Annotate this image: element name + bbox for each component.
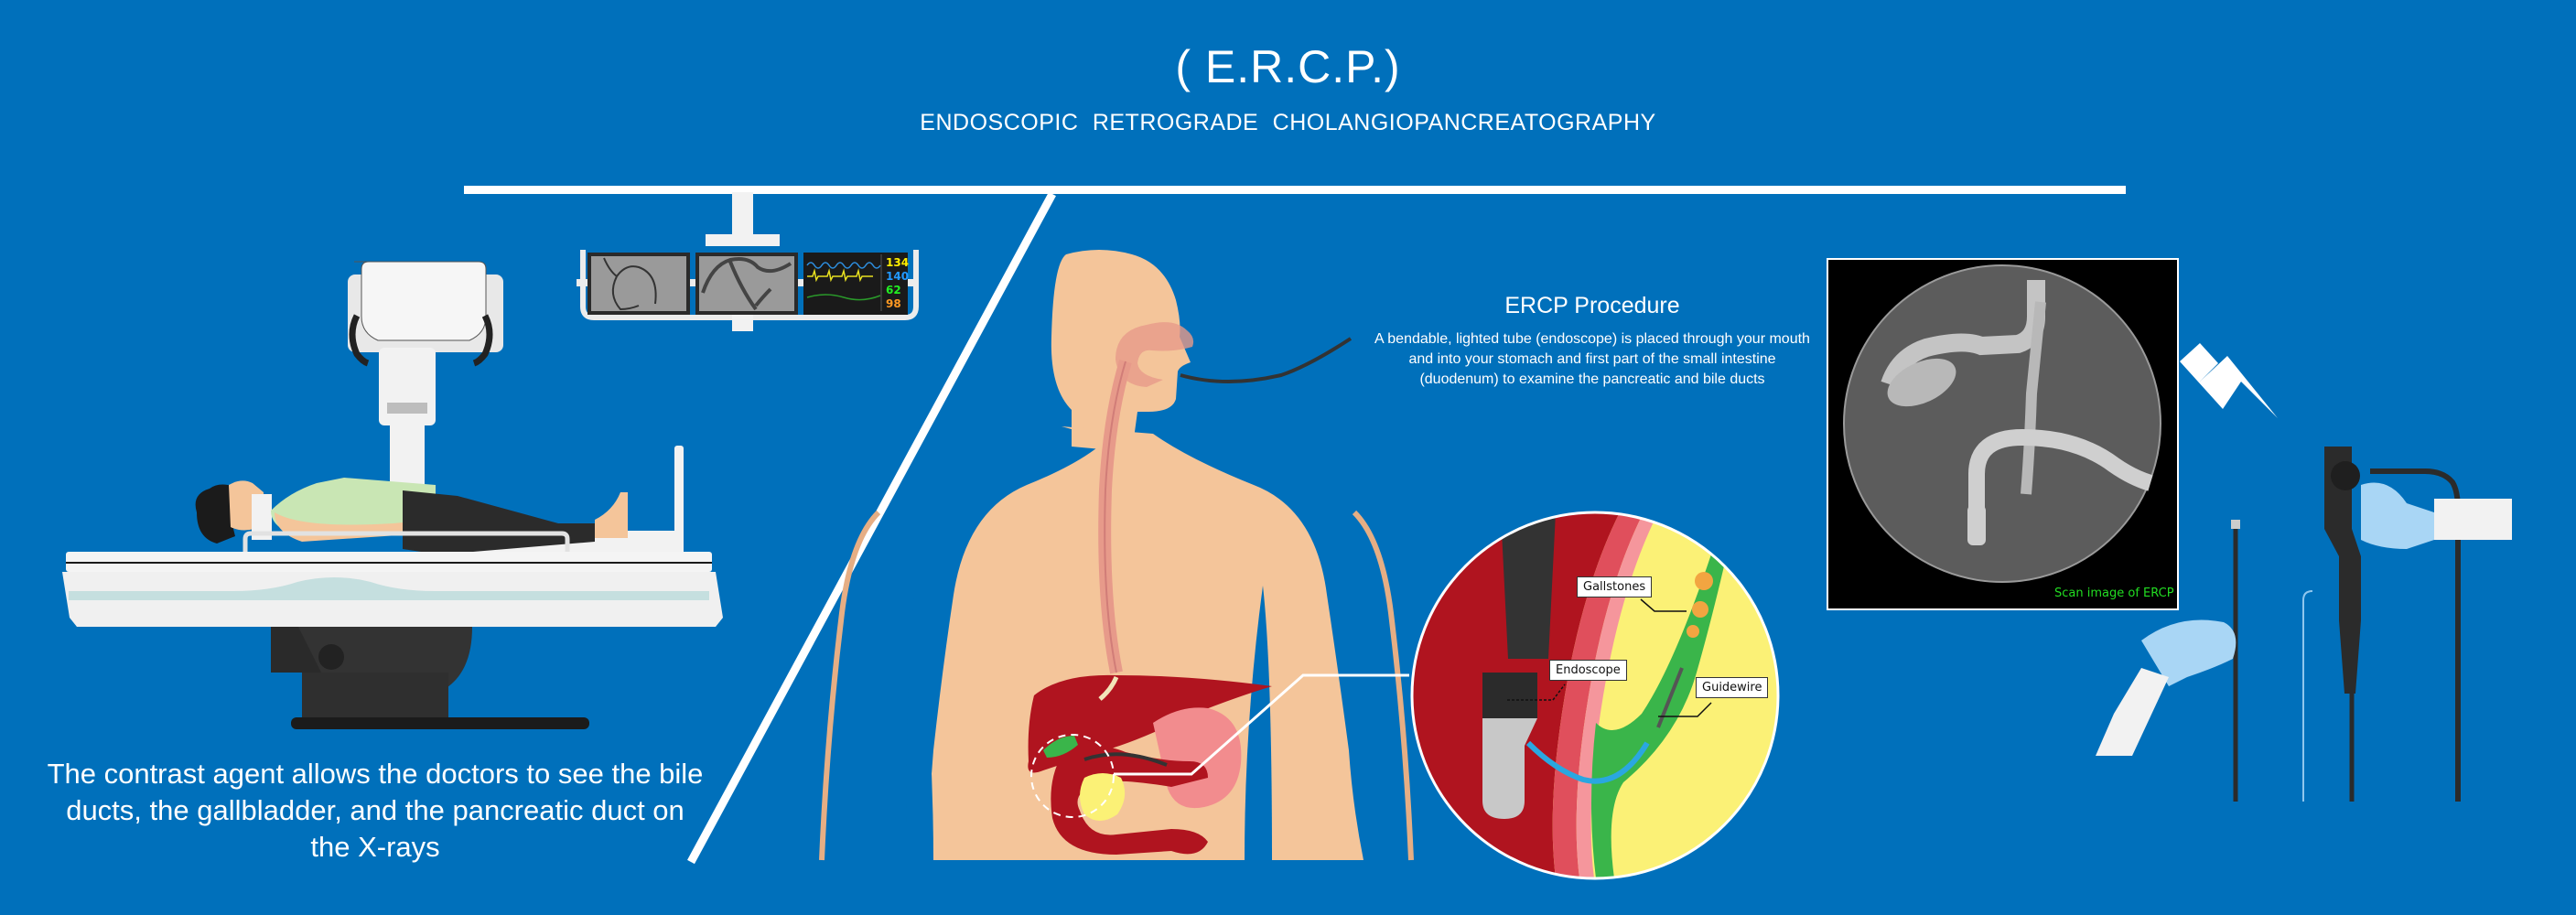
magnified-callout-icon bbox=[1410, 511, 1780, 880]
monitor-value-blood-pressure: 140 bbox=[886, 270, 910, 283]
human-torso-icon bbox=[819, 250, 1414, 861]
procedure-description: A bendable, lighted tube (endoscope) is … bbox=[1374, 331, 1810, 387]
page-title: ( E.R.C.P.) bbox=[1175, 41, 1401, 92]
procedure-title: ERCP Procedure bbox=[1504, 293, 1680, 318]
lightning-bolt-icon bbox=[2180, 343, 2278, 418]
contrast-agent-caption: The contrast agent allows the doctors to… bbox=[47, 758, 704, 863]
guidewire-label: Guidewire bbox=[1696, 677, 1769, 698]
xray-scan-image-icon bbox=[1827, 258, 2179, 610]
gallstones-label: Gallstones bbox=[1577, 576, 1653, 597]
monitor-value-respiration: 62 bbox=[886, 284, 901, 296]
endoscope-label: Endoscope bbox=[1549, 660, 1627, 681]
page-subtitle: ENDOSCOPIC RETROGRADE CHOLANGIOPANCREATO… bbox=[920, 110, 1656, 135]
header-divider bbox=[464, 186, 2126, 194]
diagonal-divider bbox=[687, 191, 1056, 865]
monitor-value-spo2: 98 bbox=[886, 297, 901, 310]
endoscope-hands-icon bbox=[2096, 447, 2512, 802]
xray-machine-icon bbox=[62, 192, 919, 729]
monitor-value-heart-rate: 134 bbox=[886, 256, 910, 269]
scan-caption: Scan image of ERCP bbox=[2054, 587, 2174, 600]
